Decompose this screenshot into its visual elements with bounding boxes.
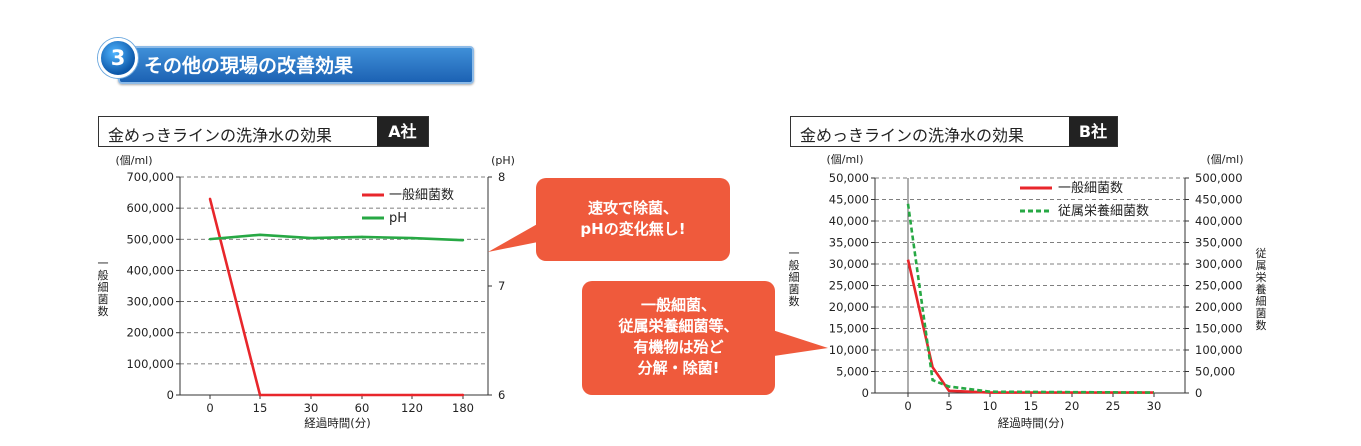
chart-b-xtick-label: 5 bbox=[945, 399, 952, 413]
chart-a-ytick-left-label: 700,000 bbox=[126, 170, 174, 184]
chart-a: 0 100,000 200,000 300,000 400,000 500,000 600,… bbox=[115, 154, 515, 430]
callout-a: 速攻で除菌、 pHの変化無し! bbox=[536, 178, 730, 261]
callout-b-tail bbox=[760, 326, 828, 358]
chart-a-bacteria-point bbox=[258, 393, 262, 397]
chart-a-ytick-left-label: 100,000 bbox=[126, 357, 174, 371]
chart-a-xtick-label: 180 bbox=[452, 401, 474, 415]
chart-b-ytick-left-label: 50,000 bbox=[829, 171, 869, 185]
chart-a-ph-point bbox=[410, 236, 414, 240]
chart-b-ytick-left-label: 10,000 bbox=[829, 343, 869, 357]
chart-a-ytick-left-label: 400,000 bbox=[126, 263, 174, 277]
chart-b-title-box: 金めっきラインの洗浄水の効果 B社 bbox=[790, 116, 1118, 147]
chart-b-ytick-left-label: 0 bbox=[862, 386, 869, 400]
chart-b-xtick-label: 10 bbox=[983, 399, 998, 413]
callout-a-line2: pHの変化無し! bbox=[580, 220, 686, 238]
chart-a-ph-point bbox=[258, 233, 262, 236]
chart-b-xtick-label: 25 bbox=[1106, 399, 1121, 413]
chart-b-ytick-right-label: 450,000 bbox=[1195, 193, 1243, 207]
chart-b-ytick-left-label: 5,000 bbox=[836, 365, 869, 379]
chart-b-ytick-left-label: 25,000 bbox=[829, 279, 869, 293]
chart-b-ytick-right-label: 300,000 bbox=[1195, 257, 1243, 271]
chart-b-ytick-right-label: 500,000 bbox=[1195, 171, 1243, 185]
chart-a-ytick-left-label: 600,000 bbox=[126, 201, 174, 215]
chart-b-xlabel: 経過時間(分) bbox=[998, 416, 1064, 430]
chart-a-ph-point bbox=[360, 235, 364, 239]
chart-a-bacteria-point bbox=[410, 393, 414, 397]
chart-b-ytick-right-label: 100,000 bbox=[1195, 343, 1243, 357]
chart-a-bacteria-point bbox=[360, 393, 364, 397]
chart-a-xtick-label: 120 bbox=[401, 401, 423, 415]
section-title: その他の現場の改善効果 bbox=[144, 55, 354, 77]
chart-b-ytick-right-label: 400,000 bbox=[1195, 214, 1243, 228]
chart-b-ytick-right-label: 50,000 bbox=[1195, 365, 1235, 379]
chart-b-xtick-label: 20 bbox=[1065, 399, 1080, 413]
chart-b-ytick-left-label: 45,000 bbox=[829, 193, 869, 207]
section-header-bar bbox=[118, 46, 474, 84]
chart-a-bacteria-point bbox=[208, 197, 212, 200]
chart-a-company-label: A社 bbox=[377, 117, 428, 146]
chart-a-ytick-left-label: 0 bbox=[167, 388, 174, 402]
chart-a-xtick-label: 60 bbox=[355, 401, 370, 415]
chart-a-bacteria-point bbox=[461, 393, 465, 397]
chart-a-ylabel-left: 一般細菌数 bbox=[97, 257, 109, 318]
callout-b-line1: 一般細菌、 bbox=[640, 296, 716, 314]
chart-b-unit-right: (個/ml) bbox=[1206, 153, 1243, 166]
chart-a-xtick-label: 15 bbox=[253, 401, 268, 415]
chart-b-series-bacteria-line bbox=[906, 259, 1154, 394]
chart-a-xtick-label: 30 bbox=[304, 401, 319, 415]
callout-b-line3: 有機物は殆ど bbox=[633, 338, 724, 356]
chart-a-title: 金めっきラインの洗浄水の効果 bbox=[108, 126, 333, 145]
chart-a-ytick-left-label: 500,000 bbox=[126, 232, 174, 246]
chart-b-ylabel-left: 一般細菌数 bbox=[788, 247, 800, 308]
chart-b-ytick-right-label: 250,000 bbox=[1195, 279, 1243, 293]
chart-a-unit-left: (個/ml) bbox=[115, 154, 152, 167]
chart-a-ph-point bbox=[208, 237, 212, 241]
callout-a-line1: 速攻で除菌、 bbox=[587, 199, 678, 217]
chart-b-ytick-right-label: 350,000 bbox=[1195, 236, 1243, 250]
chart-b-legend-bacteria-label: 一般細菌数 bbox=[1058, 180, 1123, 196]
chart-a-unit-right: (pH) bbox=[491, 154, 515, 167]
chart-a-ytick-right-label: 7 bbox=[498, 279, 505, 293]
chart-a-ytick-right-label: 6 bbox=[498, 388, 505, 402]
chart-b-ytick-left-label: 40,000 bbox=[829, 214, 869, 228]
chart-a-ytick-left-label: 200,000 bbox=[126, 326, 174, 340]
chart-b-ytick-right-label: 0 bbox=[1195, 386, 1202, 400]
chart-b-ytick-right-label: 200,000 bbox=[1195, 300, 1243, 314]
chart-b-ytick-left-label: 35,000 bbox=[829, 236, 869, 250]
callout-b-line4: 分解・除菌! bbox=[637, 359, 720, 377]
chart-a-ytick-left-label: 300,000 bbox=[126, 295, 174, 309]
chart-b-ylabel-right: 従属栄養細菌数 bbox=[1255, 247, 1267, 332]
chart-a-ph-point bbox=[309, 236, 313, 240]
chart-b-ytick-left-label: 30,000 bbox=[829, 257, 869, 271]
chart-a-legend-ph-label: pH bbox=[389, 211, 407, 226]
chart-b: 0 5,000 10,000 15,000 20,000 25,000 30,000 35,0… bbox=[826, 153, 1243, 430]
chart-b-legend-heterotroph-label: 従属栄養細菌数 bbox=[1058, 203, 1149, 219]
chart-b-series-heterotroph-line bbox=[906, 203, 1155, 394]
chart-a-ytick-right-label: 8 bbox=[498, 170, 505, 184]
chart-b-ytick-right-label: 150,000 bbox=[1195, 322, 1243, 336]
chart-b-xtick-label: 30 bbox=[1147, 399, 1162, 413]
chart-b-ytick-left-label: 20,000 bbox=[829, 300, 869, 314]
section-number-badge: 3 bbox=[98, 38, 138, 78]
chart-a-series-ph-line bbox=[209, 233, 464, 242]
chart-a-xlabel: 経過時間(分) bbox=[304, 416, 370, 430]
chart-a-bacteria-point bbox=[309, 393, 313, 397]
chart-b-company-label: B社 bbox=[1069, 117, 1117, 146]
section-header: 3 その他の現場の改善効果 bbox=[98, 38, 474, 84]
chart-a-title-box: 金めっきラインの洗浄水の効果 A社 bbox=[98, 116, 429, 147]
chart-b-title: 金めっきラインの洗浄水の効果 bbox=[800, 126, 1025, 145]
chart-b-ytick-left-label: 15,000 bbox=[829, 322, 869, 336]
chart-b-xtick-label: 15 bbox=[1024, 399, 1039, 413]
callout-b-line2: 従属栄養細菌等、 bbox=[618, 317, 739, 335]
chart-b-xtick-label: 0 bbox=[904, 399, 911, 413]
chart-b-unit-left: (個/ml) bbox=[826, 153, 863, 166]
chart-a-legend-bacteria-label: 一般細菌数 bbox=[389, 187, 454, 203]
chart-a-series-bacteria-line bbox=[208, 198, 463, 397]
callout-a-tail bbox=[488, 218, 548, 252]
chart-a-ph-point bbox=[461, 239, 465, 242]
callout-b: 一般細菌、 従属栄養細菌等、 有機物は殆ど 分解・除菌! bbox=[582, 281, 775, 395]
chart-a-xtick-label: 0 bbox=[206, 401, 213, 415]
